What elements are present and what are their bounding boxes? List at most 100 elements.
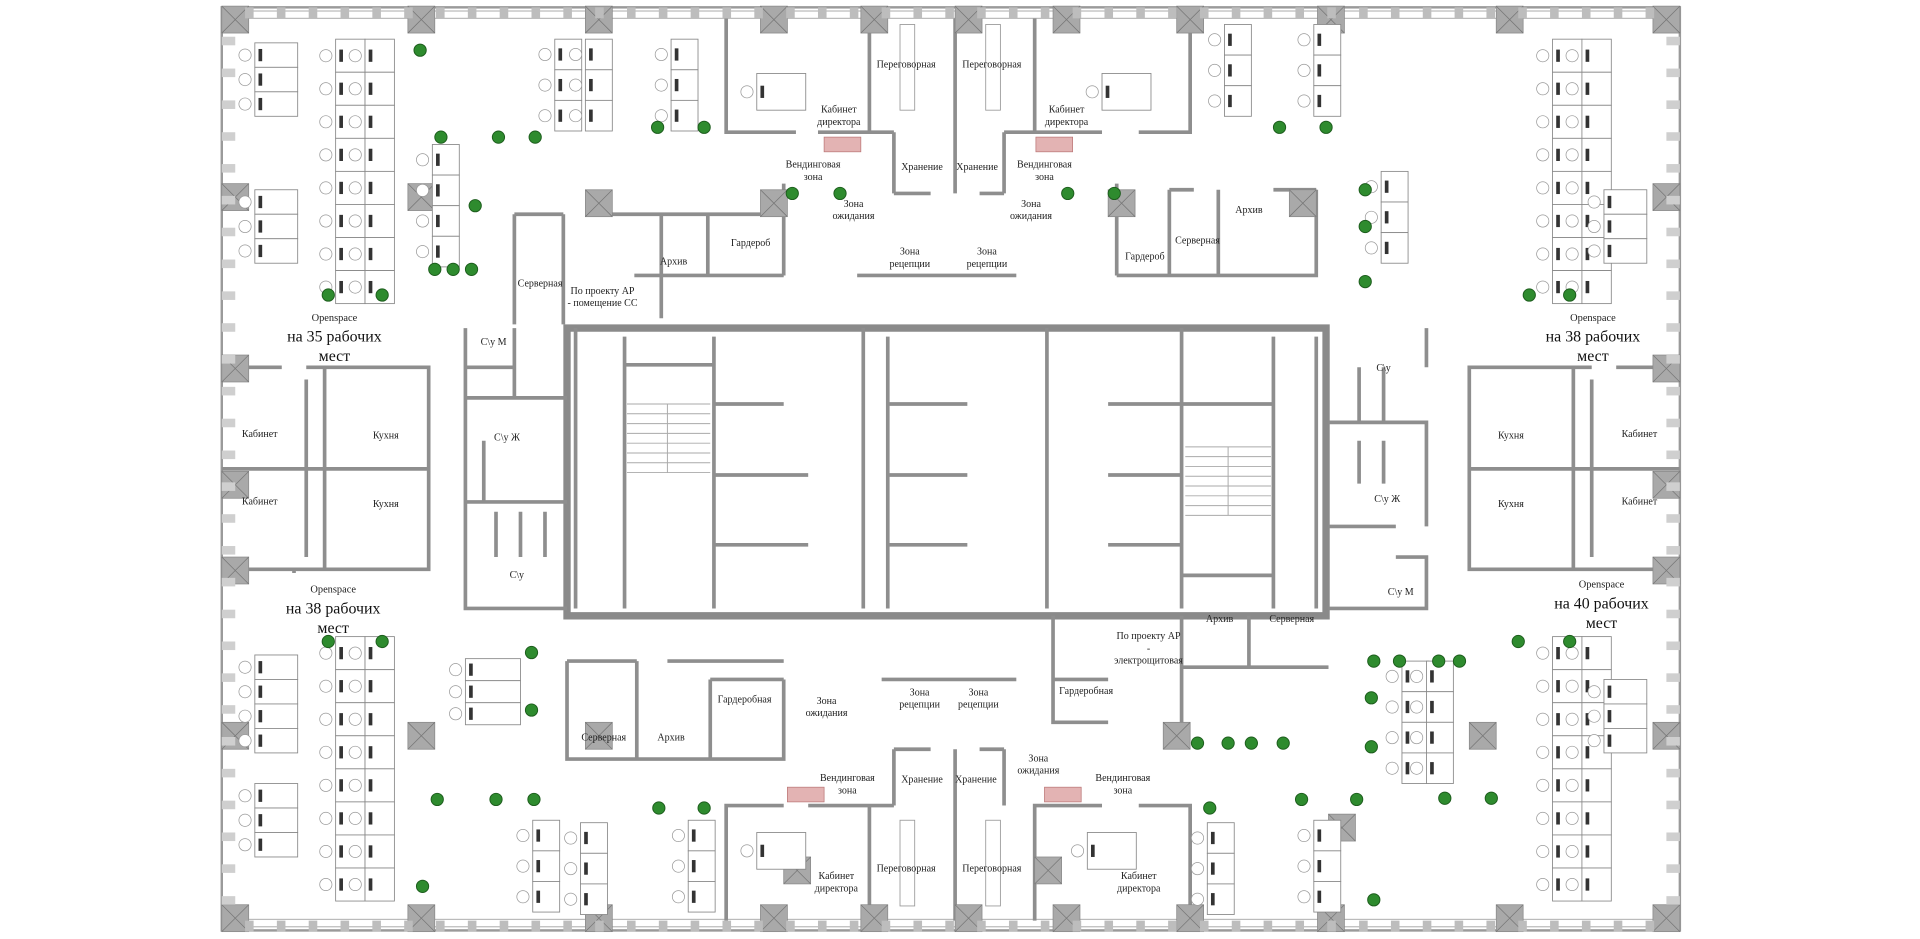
chair-icon [1587, 685, 1601, 699]
room-label-line: Зона [900, 247, 920, 258]
workstation [238, 807, 299, 833]
room-label-line: С\у [1376, 363, 1390, 374]
plant-icon [1522, 288, 1536, 302]
room-label-line: Вендинговая [820, 773, 875, 784]
workstation [238, 679, 299, 705]
workstation [348, 702, 395, 737]
room-label-line: зона [1113, 785, 1132, 796]
plant-icon [375, 634, 389, 649]
window-mullion [221, 641, 236, 651]
chair-icon [348, 811, 362, 825]
window-mullion [1199, 7, 1209, 19]
bottom-exec-walls [724, 747, 1192, 921]
chair-icon [1565, 148, 1579, 162]
window-mullion [881, 920, 891, 932]
chair-icon [671, 859, 685, 873]
core-wall [563, 324, 1330, 620]
window-mullion [221, 609, 236, 619]
plant-icon [524, 645, 539, 660]
vending-machine [823, 136, 862, 153]
workstation [348, 867, 395, 902]
window-mullion [690, 7, 700, 19]
column [407, 721, 436, 750]
window-mullion [1666, 291, 1680, 300]
plant-icon [1221, 736, 1235, 750]
column [1034, 856, 1062, 885]
plant-icon [464, 262, 479, 276]
window-mullion [690, 920, 700, 932]
room-label-line: С\у М [1388, 587, 1414, 598]
workstation [1587, 238, 1648, 264]
window-mullion [221, 100, 236, 109]
plant-icon [785, 186, 799, 201]
chair-icon [1536, 679, 1550, 693]
window-mullion [436, 7, 445, 19]
workstation [1297, 85, 1342, 117]
chair-icon [1410, 669, 1424, 683]
window-mullion [221, 291, 236, 300]
room-label-line: Переговорная [877, 864, 936, 875]
plant-icon [524, 703, 539, 717]
chair-icon [1536, 811, 1550, 825]
room-label: Гардеробная [1059, 686, 1113, 697]
workstation [416, 205, 460, 237]
window-mullion [1422, 920, 1432, 932]
chair-icon [1565, 181, 1579, 195]
chair-icon [538, 78, 552, 92]
window-mullion [221, 68, 236, 78]
room-label-line: Зона [977, 247, 997, 258]
room-label-line: Кабинет [1121, 871, 1157, 882]
chair-icon [654, 47, 668, 61]
room-label-line: Архив [657, 733, 685, 744]
plant-icon [1319, 120, 1333, 134]
room-label: С\у [510, 570, 524, 581]
workstation [740, 73, 807, 111]
room-label: Серверная [1175, 236, 1220, 247]
window-mullion [467, 920, 477, 932]
plant-icon [415, 879, 430, 893]
chair-icon [319, 181, 333, 195]
window-mullion [849, 7, 859, 19]
chair-icon [1565, 247, 1579, 261]
plant-icon [1484, 791, 1498, 805]
chair-icon [1297, 94, 1311, 108]
top-exec-walls [724, 18, 1192, 276]
window-mullion [1454, 7, 1464, 19]
chair-icon [319, 844, 333, 858]
chair-icon [238, 97, 252, 111]
openspace-capacity: на 35 рабочих [287, 329, 382, 346]
window-mullion [1231, 7, 1241, 19]
plant-icon [652, 801, 666, 815]
window-mullion [627, 7, 636, 19]
workstation [671, 881, 716, 913]
workstation [1565, 71, 1612, 106]
wc-right-walls [1328, 328, 1429, 611]
chair-icon [1565, 778, 1579, 792]
chair-icon [564, 862, 578, 876]
plant-icon [489, 792, 503, 807]
room-label: Серверная [518, 278, 563, 289]
chair-icon [671, 890, 685, 904]
window-mullion [221, 195, 236, 205]
chair-icon [1297, 33, 1311, 47]
workstation [416, 144, 460, 176]
column [1468, 721, 1497, 750]
window-mullion [658, 920, 668, 932]
plant-icon [1392, 654, 1407, 668]
workstation [348, 71, 395, 106]
plant-icon [375, 288, 389, 302]
walls [220, 6, 1682, 932]
window-mullion [849, 920, 859, 932]
chair-icon [1536, 214, 1550, 228]
chair-icon [1536, 280, 1550, 294]
window-mullion [1666, 386, 1680, 396]
workstation [238, 832, 299, 858]
window-mullion [1263, 7, 1273, 19]
window-mullion [1168, 7, 1177, 19]
window-mullion [221, 800, 236, 810]
